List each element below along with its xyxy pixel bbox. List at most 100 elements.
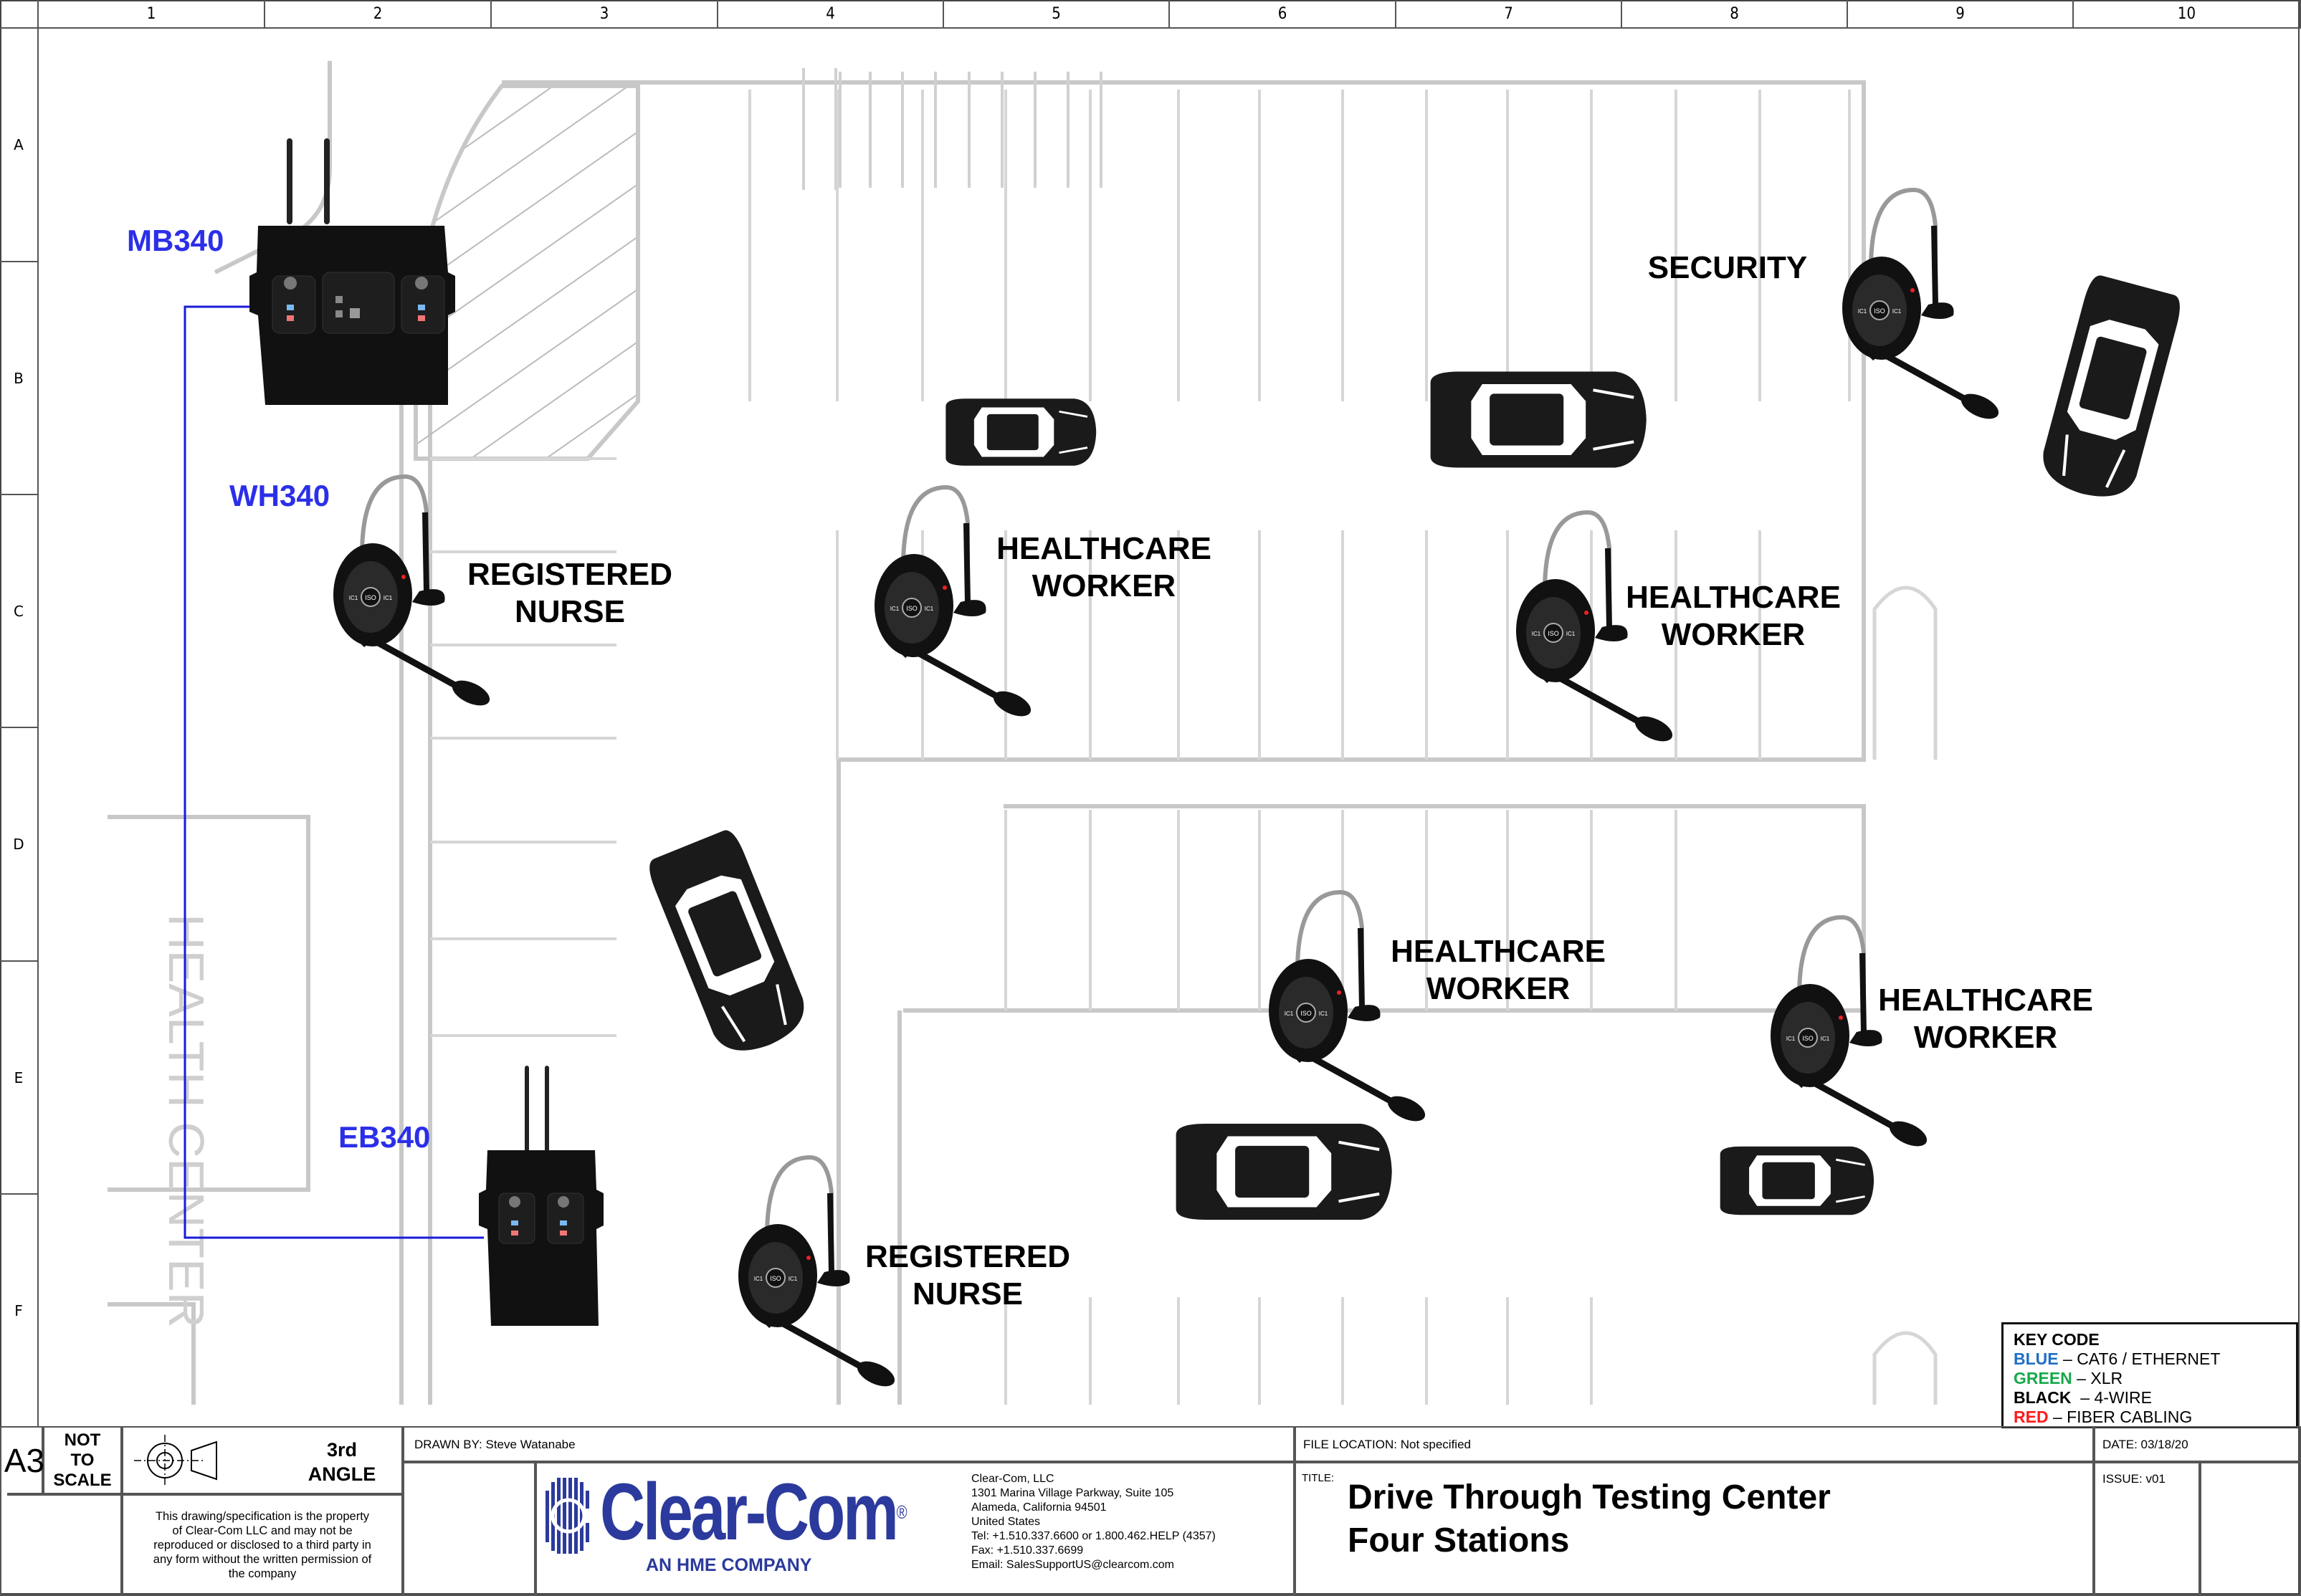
station-label-registered-nurse-2: REGISTERED NURSE	[860, 1238, 1075, 1313]
title-label: TITLE:	[1302, 1472, 1335, 1484]
clear-com-logo: Clear-Com®	[600, 1469, 907, 1555]
title-line-1: Drive Through Testing Center	[1348, 1478, 1831, 1516]
role-line-1: HEALTHCARE	[996, 531, 1211, 566]
title-block: A3 NOT TO SCALE 3rd ANGLE This drawing/s…	[0, 1426, 2301, 1596]
role-line-1: HEALTHCARE	[1626, 580, 1841, 615]
scale-line-3: SCALE	[53, 1470, 112, 1490]
third-angle-projection-icon	[134, 1435, 217, 1488]
car-1-icon	[935, 386, 1100, 479]
device-label-eb340: EB340	[338, 1120, 431, 1154]
scale-line-1: NOT	[64, 1430, 101, 1450]
key-blue: BLUE	[2014, 1349, 2059, 1368]
projection-box: 3rd ANGLE	[122, 1426, 403, 1494]
station-label-healthcare-worker-4: HEALTHCARE WORKER	[1871, 982, 2100, 1056]
station-label-healthcare-worker-2: HEALTHCARE WORKER	[1619, 579, 1848, 654]
blank-logo-left	[403, 1462, 535, 1596]
role-line-1: REGISTERED	[864, 1239, 1071, 1274]
sheet-size: A3	[4, 1426, 44, 1494]
drawn-by: DRAWN BY: Steve Watanabe	[403, 1426, 1295, 1462]
key-red-desc: – FIBER CABLING	[2048, 1408, 2193, 1426]
projection-label: 3rd ANGLE	[288, 1438, 396, 1486]
company-address: Clear-Com, LLC 1301 Marina Village Parkw…	[971, 1472, 1216, 1572]
grid-row-f: F	[0, 1195, 39, 1426]
role-line-2: NURSE	[514, 594, 626, 629]
blank-cell-right	[2200, 1462, 2301, 1596]
grid-col-4: 4	[718, 0, 944, 29]
grid-col-6: 6	[1170, 0, 1396, 29]
clear-com-logo-mark-icon	[546, 1478, 597, 1554]
car-3-icon	[1161, 1118, 1398, 1225]
company-street: 1301 Marina Village Parkway, Suite 105	[971, 1487, 1174, 1499]
company-fax: Fax: +1.510.337.6699	[971, 1544, 1084, 1557]
key-red: RED	[2014, 1408, 2049, 1426]
scale-line-2: TO	[70, 1450, 95, 1470]
grid-corner	[0, 0, 39, 29]
key-black: BLACK	[2014, 1388, 2072, 1407]
site-plan-background	[108, 61, 1938, 1405]
company-block: Clear-Com® AN HME COMPANY Clear-Com, LLC…	[535, 1462, 1295, 1596]
disclaimer: This drawing/specification is the proper…	[122, 1494, 403, 1596]
role-line-1: SECURITY	[1647, 250, 1808, 285]
key-code-item-red: RED – FIBER CABLING	[2014, 1408, 2286, 1427]
file-location: FILE LOCATION: Not specified	[1295, 1426, 2094, 1462]
key-blue-desc: – CAT6 / ETHERNET	[2058, 1349, 2221, 1368]
company-country: United States	[971, 1516, 1041, 1528]
scale-note: NOT TO SCALE	[43, 1426, 122, 1494]
key-code-legend: KEY CODE BLUE – CAT6 / ETHERNET GREEN – …	[2001, 1322, 2298, 1428]
role-line-2: WORKER	[1661, 617, 1806, 652]
role-line-1: REGISTERED	[467, 557, 673, 592]
station-label-healthcare-worker-3: HEALTHCARE WORKER	[1383, 933, 1613, 1008]
device-label-mb340: MB340	[127, 224, 224, 257]
cat6-cable	[184, 305, 484, 1239]
key-code-item-blue: BLUE – CAT6 / ETHERNET	[2014, 1349, 2286, 1369]
grid-col-7: 7	[1396, 0, 1622, 29]
key-green: GREEN	[2014, 1369, 2072, 1387]
blank-cell	[7, 1494, 122, 1596]
projection-line-1: 3rd	[326, 1439, 358, 1461]
issue: ISSUE: v01	[2094, 1462, 2200, 1596]
device-label-wh340: WH340	[229, 479, 330, 512]
grid-col-5: 5	[944, 0, 1170, 29]
grid-row-e: E	[0, 962, 39, 1195]
car-2-icon	[1416, 364, 1652, 475]
drawing-title-block: TITLE: Drive Through Testing Center Four…	[1295, 1462, 2094, 1596]
key-code-title: KEY CODE	[2014, 1330, 2100, 1349]
key-black-desc: – 4-WIRE	[2071, 1388, 2152, 1407]
logo-tagline: AN HME COMPANY	[646, 1555, 812, 1575]
drawing-title: Drive Through Testing Center Four Statio…	[1348, 1476, 1831, 1562]
grid-row-a: A	[0, 29, 39, 262]
role-line-1: HEALTHCARE	[1878, 983, 2093, 1018]
grid-row-b: B	[0, 262, 39, 495]
key-code-item-black: BLACK – 4-WIRE	[2014, 1388, 2286, 1408]
headset-security-icon[interactable]	[1828, 183, 2000, 419]
company-city: Alameda, California 94501	[971, 1501, 1107, 1514]
grid-col-2: 2	[265, 0, 492, 29]
logo-wordmark: Clear-Com	[600, 1467, 899, 1557]
company-name: Clear-Com, LLC	[971, 1473, 1054, 1485]
eb340-expansion-base-icon[interactable]	[473, 1064, 616, 1337]
station-label-registered-nurse-1: REGISTERED NURSE	[462, 556, 677, 631]
role-line-2: WORKER	[1913, 1020, 2058, 1055]
company-tel: Tel: +1.510.337.6600 or 1.800.462.HELP (…	[971, 1530, 1216, 1542]
grid-col-9: 9	[1848, 0, 2074, 29]
company-email[interactable]: Email: SalesSupportUS@clearcom.com	[971, 1559, 1175, 1571]
grid-col-3: 3	[492, 0, 718, 29]
projection-line-2: ANGLE	[308, 1463, 376, 1485]
date: DATE: 03/18/20	[2094, 1426, 2301, 1462]
role-line-2: WORKER	[1426, 971, 1571, 1006]
grid-col-1: 1	[39, 0, 265, 29]
key-green-desc: – XLR	[2072, 1369, 2123, 1387]
role-line-2: WORKER	[1032, 568, 1176, 603]
mb340-base-station-icon[interactable]	[244, 133, 459, 412]
registered-mark: ®	[896, 1501, 907, 1523]
title-line-2: Four Stations	[1348, 1521, 1570, 1559]
grid-row-c: C	[0, 495, 39, 728]
grid-col-8: 8	[1622, 0, 1848, 29]
station-label-healthcare-worker-1: HEALTHCARE WORKER	[989, 530, 1219, 605]
station-label-security: SECURITY	[1642, 249, 1814, 287]
grid-row-d: D	[0, 728, 39, 962]
key-code-item-green: GREEN – XLR	[2014, 1369, 2286, 1388]
role-line-1: HEALTHCARE	[1391, 934, 1606, 969]
grid-col-10: 10	[2074, 0, 2301, 29]
